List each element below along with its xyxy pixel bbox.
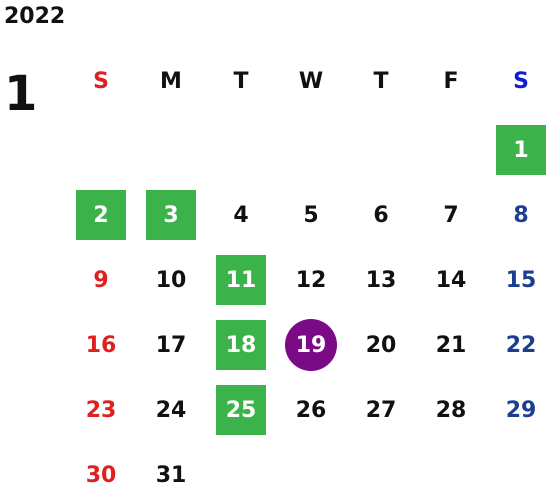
day-cell[interactable]: 24 (155, 397, 187, 423)
day-cell[interactable]: 27 (365, 397, 397, 423)
day-cell[interactable]: 22 (505, 332, 537, 358)
year-label: 2022 (4, 4, 66, 29)
day-cell[interactable]: 25 (216, 385, 266, 435)
day-cell-today[interactable]: 19 (285, 319, 337, 371)
day-cell[interactable]: 16 (85, 332, 117, 358)
day-cell[interactable]: 6 (373, 202, 389, 228)
weekday-thursday: T (373, 68, 389, 94)
day-cell[interactable]: 21 (435, 332, 467, 358)
day-cell[interactable]: 28 (435, 397, 467, 423)
day-cell[interactable]: 2 (76, 190, 126, 240)
weekday-monday: M (160, 68, 182, 94)
day-cell[interactable]: 11 (216, 255, 266, 305)
weekday-wednesday: W (298, 68, 324, 94)
weekday-saturday: S (513, 68, 529, 94)
day-cell[interactable]: 13 (365, 267, 397, 293)
day-cell[interactable]: 1 (496, 125, 546, 175)
day-cell[interactable]: 17 (155, 332, 187, 358)
day-cell[interactable]: 9 (93, 267, 109, 293)
month-label: 1 (4, 66, 38, 122)
day-cell[interactable]: 18 (216, 320, 266, 370)
weekday-tuesday: T (233, 68, 249, 94)
day-cell[interactable]: 7 (443, 202, 459, 228)
day-cell[interactable]: 10 (155, 267, 187, 293)
weekday-sunday: S (93, 68, 109, 94)
day-cell[interactable]: 26 (295, 397, 327, 423)
day-cell[interactable]: 20 (365, 332, 397, 358)
day-cell[interactable]: 29 (505, 397, 537, 423)
day-cell[interactable]: 8 (513, 202, 529, 228)
day-cell[interactable]: 31 (155, 462, 187, 488)
day-cell[interactable]: 15 (505, 267, 537, 293)
day-cell[interactable]: 3 (146, 190, 196, 240)
day-cell[interactable]: 5 (303, 202, 319, 228)
day-cell[interactable]: 4 (233, 202, 249, 228)
day-cell[interactable]: 23 (85, 397, 117, 423)
weekday-friday: F (443, 68, 459, 94)
day-cell[interactable]: 30 (85, 462, 117, 488)
day-cell[interactable]: 14 (435, 267, 467, 293)
day-cell[interactable]: 12 (295, 267, 327, 293)
